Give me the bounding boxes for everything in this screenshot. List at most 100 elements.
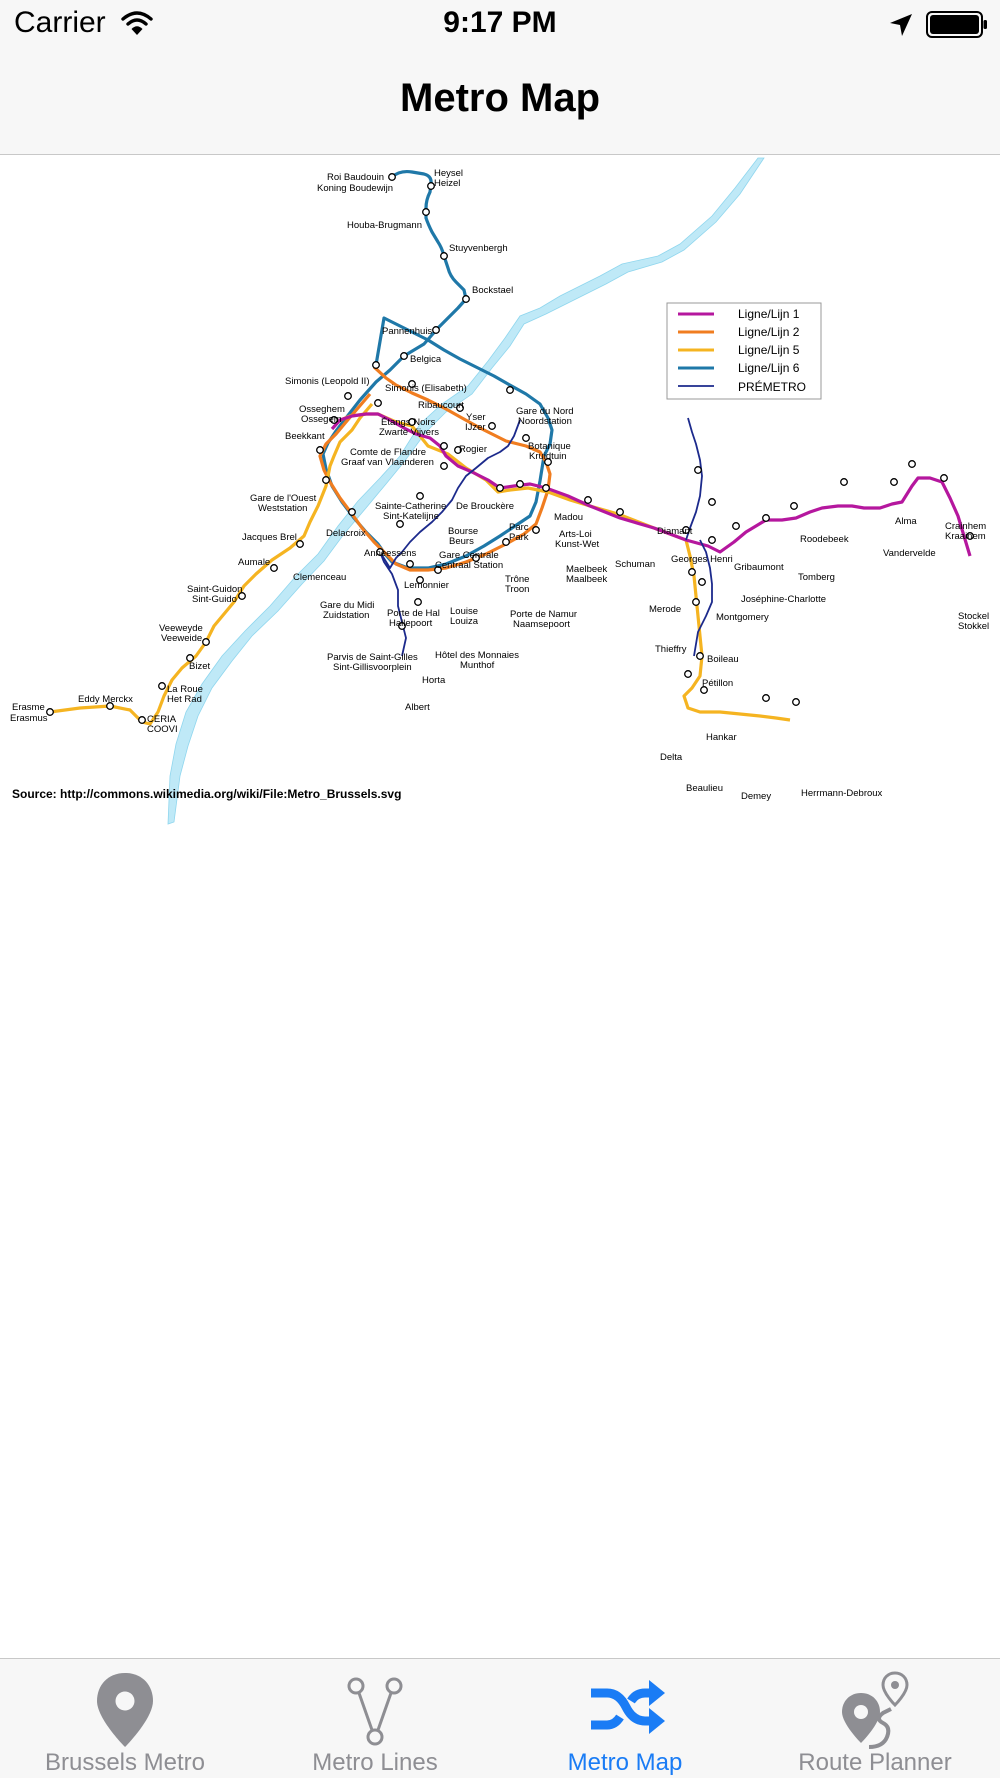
route-planner-icon xyxy=(842,1671,909,1749)
station-delacroix[interactable] xyxy=(322,476,330,484)
label-louiza: Louiza xyxy=(450,616,479,627)
station-anneessens[interactable] xyxy=(416,492,424,500)
battery-icon xyxy=(926,11,987,38)
station-diamant[interactable] xyxy=(694,466,702,474)
station-horta[interactable] xyxy=(414,598,422,606)
station-albert[interactable] xyxy=(398,622,406,630)
station-herrmann-debroux[interactable] xyxy=(792,698,800,706)
station-etangs-noirs[interactable] xyxy=(374,399,382,407)
station-montgomery[interactable] xyxy=(708,536,716,544)
station-heysel[interactable] xyxy=(427,182,435,190)
tab-route-planner[interactable]: Route Planner xyxy=(750,1659,1000,1778)
station-hankar[interactable] xyxy=(696,652,704,660)
station-beekkant[interactable] xyxy=(330,416,338,424)
station-beaulieu[interactable] xyxy=(700,686,708,694)
station-botanique[interactable] xyxy=(522,434,530,442)
station-la-roue[interactable] xyxy=(158,682,166,690)
station-sainte-catherine[interactable] xyxy=(440,442,448,450)
station-stockel[interactable] xyxy=(966,532,974,540)
station-hotel-des-monnaies[interactable] xyxy=(434,566,442,574)
station-parvis[interactable] xyxy=(416,576,424,584)
station-alma[interactable] xyxy=(908,460,916,468)
station-bizet[interactable] xyxy=(186,654,194,662)
navigation-bar: Metro Map xyxy=(0,50,1000,155)
metro-map-view[interactable]: Roi Baudouin Koning Boudewijn Heysel Hei… xyxy=(0,156,1000,1658)
station-aumale[interactable] xyxy=(270,564,278,572)
station-roodebeek[interactable] xyxy=(840,478,848,486)
label-diamant: Diamant xyxy=(657,526,693,537)
label-zwarte-vijvers: Zwarte Vijvers xyxy=(379,427,439,438)
station-arts-loi[interactable] xyxy=(542,484,550,492)
tab-metro-lines[interactable]: Metro Lines xyxy=(250,1659,500,1778)
label-belgica: Belgica xyxy=(410,354,442,365)
station-vandervelde[interactable] xyxy=(890,478,898,486)
station-porte-de-hal[interactable] xyxy=(406,560,414,568)
label-gare-ouest: Gare de l'Ouest xyxy=(250,493,317,504)
label-josephine-charlotte: Joséphine-Charlotte xyxy=(741,594,826,605)
station-stuyvenbergh[interactable] xyxy=(440,252,448,260)
tab-label: Metro Map xyxy=(567,1749,683,1776)
station-osseghem[interactable] xyxy=(344,392,352,400)
station-comte-de-flandre[interactable] xyxy=(408,418,416,426)
label-boileau: Boileau xyxy=(707,654,739,665)
station-rogier[interactable] xyxy=(488,422,496,430)
station-gare-du-midi[interactable] xyxy=(376,548,384,556)
station-ceria[interactable] xyxy=(138,716,146,724)
station-thieffry[interactable] xyxy=(688,568,696,576)
station-boileau[interactable] xyxy=(698,578,706,586)
station-josephine-charlotte[interactable] xyxy=(732,522,740,530)
label-vandervelde: Vandervelde xyxy=(883,548,936,559)
label-stuyvenbergh: Stuyvenbergh xyxy=(449,243,508,254)
station-delta[interactable] xyxy=(684,670,692,678)
station-belgica[interactable] xyxy=(400,352,408,360)
station-gare-du-nord[interactable] xyxy=(506,386,514,394)
station-erasme[interactable] xyxy=(46,708,54,716)
station-lemonnier[interactable] xyxy=(396,520,404,528)
station-louise[interactable] xyxy=(472,554,480,562)
station-gribaumont[interactable] xyxy=(762,514,770,522)
station-saint-guidon[interactable] xyxy=(238,592,246,600)
label-munthof: Munthof xyxy=(460,660,495,671)
station-trone[interactable] xyxy=(532,526,540,534)
metro-map[interactable]: Roi Baudouin Koning Boudewijn Heysel Hei… xyxy=(0,156,1000,836)
label-montgomery: Montgomery xyxy=(716,612,769,623)
station-maelbeek[interactable] xyxy=(584,496,592,504)
station-crainhem[interactable] xyxy=(940,474,948,482)
tab-bar: Brussels Metro Metro Lines Metro Map xyxy=(0,1658,1000,1778)
station-schuman[interactable] xyxy=(616,508,624,516)
station-merode[interactable] xyxy=(682,526,690,534)
tab-brussels-metro[interactable]: Brussels Metro xyxy=(0,1659,250,1778)
station-gare-ouest[interactable] xyxy=(316,446,324,454)
station-petillon[interactable] xyxy=(692,598,700,606)
station-madou[interactable] xyxy=(544,458,552,466)
label-gare-centrale: Gare Centrale xyxy=(439,550,499,561)
station-simonis[interactable] xyxy=(372,361,380,369)
label-thieffry: Thieffry xyxy=(655,644,687,655)
line-1 xyxy=(330,412,972,557)
label-bizet: Bizet xyxy=(189,661,210,672)
station-pannenhuis[interactable] xyxy=(432,326,440,334)
location-pin-icon xyxy=(97,1673,153,1747)
station-roi-baudouin[interactable] xyxy=(388,173,396,181)
station-gare-centrale[interactable] xyxy=(496,484,504,492)
station-georges-henri[interactable] xyxy=(708,498,716,506)
tab-label: Route Planner xyxy=(798,1749,952,1776)
station-demey[interactable] xyxy=(762,694,770,702)
station-houba[interactable] xyxy=(422,208,430,216)
station-ribaucourt[interactable] xyxy=(408,380,416,388)
station-eddy-merckx[interactable] xyxy=(106,702,114,710)
station-jacques-brel[interactable] xyxy=(296,540,304,548)
station-tomberg[interactable] xyxy=(790,502,798,510)
station-bockstael[interactable] xyxy=(462,295,470,303)
station-clemenceau[interactable] xyxy=(348,508,356,516)
station-yser[interactable] xyxy=(456,404,464,412)
label-beurs: Beurs xyxy=(449,536,474,547)
station-parc[interactable] xyxy=(516,480,524,488)
label-hankar: Hankar xyxy=(706,732,737,743)
station-porte-de-namur[interactable] xyxy=(502,538,510,546)
station-de-brouckere[interactable] xyxy=(454,446,462,454)
tab-metro-map[interactable]: Metro Map xyxy=(500,1659,750,1778)
station-veeweyde[interactable] xyxy=(202,638,210,646)
label-veeweide: Veeweide xyxy=(161,633,202,644)
station-bourse[interactable] xyxy=(440,462,448,470)
